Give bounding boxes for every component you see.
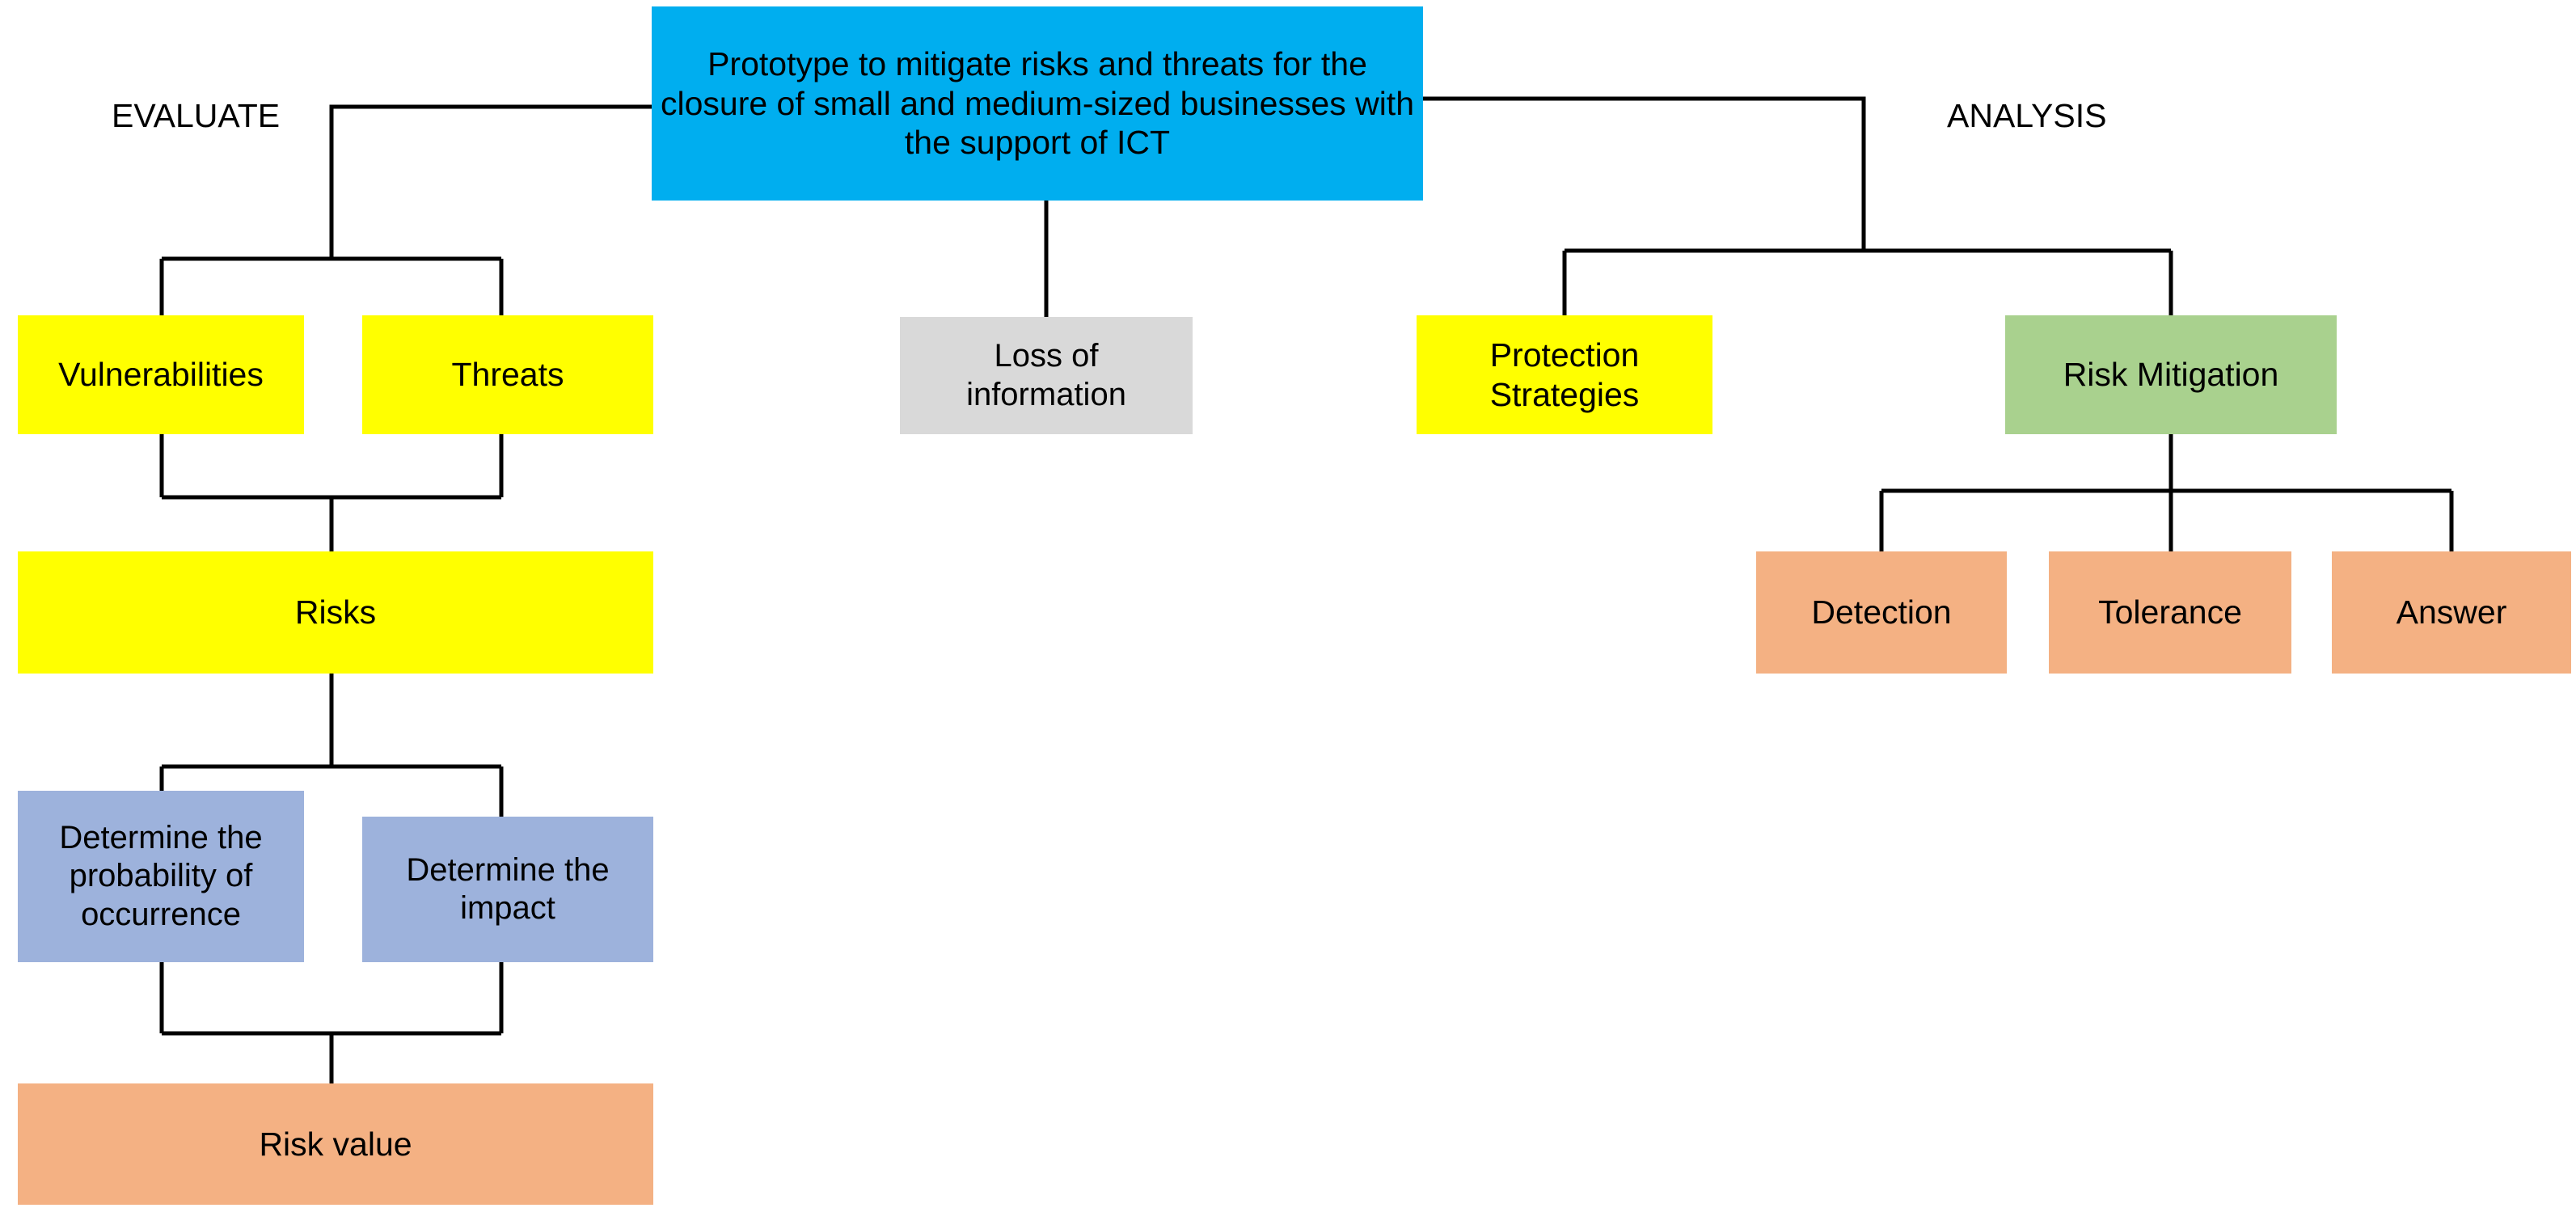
node-tolerance-label: Tolerance	[2098, 593, 2242, 631]
node-risk-mitigation-label: Risk Mitigation	[2063, 356, 2279, 394]
node-tolerance[interactable]: Tolerance	[2049, 551, 2291, 674]
connector-root-to-analysis-spine	[1423, 96, 1866, 251]
node-detection-label: Detection	[1811, 593, 1952, 631]
side-label-evaluate: EVALUATE	[112, 97, 280, 135]
side-label-analysis: ANALYSIS	[1947, 97, 2107, 135]
node-protection-strategies-label: Protection Strategies	[1489, 336, 1640, 413]
node-risks[interactable]: Risks	[18, 551, 653, 674]
node-detection[interactable]: Detection	[1756, 551, 2007, 674]
node-vulnerabilities-label: Vulnerabilities	[58, 356, 264, 394]
node-risk-value[interactable]: Risk value	[18, 1083, 653, 1205]
side-label-analysis-text: ANALYSIS	[1947, 97, 2107, 134]
connector-root-to-evaluate-spine	[329, 104, 652, 259]
node-answer-label: Answer	[2396, 593, 2507, 631]
node-determine-probability-of-occurrence-label: Determine the probability of occurrence	[59, 820, 263, 932]
node-determine-the-impact-label: Determine the impact	[406, 851, 610, 926]
side-label-evaluate-text: EVALUATE	[112, 97, 281, 134]
node-threats-label: Threats	[451, 356, 564, 394]
node-answer[interactable]: Answer	[2332, 551, 2571, 674]
node-loss-of-information-label: Loss of information	[966, 338, 1126, 412]
node-determine-the-impact[interactable]: Determine the impact	[362, 817, 653, 962]
node-loss-of-information[interactable]: Loss of information	[900, 317, 1193, 434]
node-vulnerabilities[interactable]: Vulnerabilities	[18, 315, 304, 434]
node-risk-value-label: Risk value	[259, 1125, 412, 1163]
node-risk-mitigation[interactable]: Risk Mitigation	[2005, 315, 2337, 434]
root-node-prototype[interactable]: Prototype to mitigate risks and threats …	[652, 6, 1423, 201]
node-determine-probability-of-occurrence[interactable]: Determine the probability of occurrence	[18, 791, 304, 962]
root-node-label: Prototype to mitigate risks and threats …	[660, 45, 1414, 162]
node-risks-label: Risks	[294, 593, 377, 631]
node-protection-strategies[interactable]: Protection Strategies	[1417, 315, 1712, 434]
node-threats[interactable]: Threats	[362, 315, 653, 434]
